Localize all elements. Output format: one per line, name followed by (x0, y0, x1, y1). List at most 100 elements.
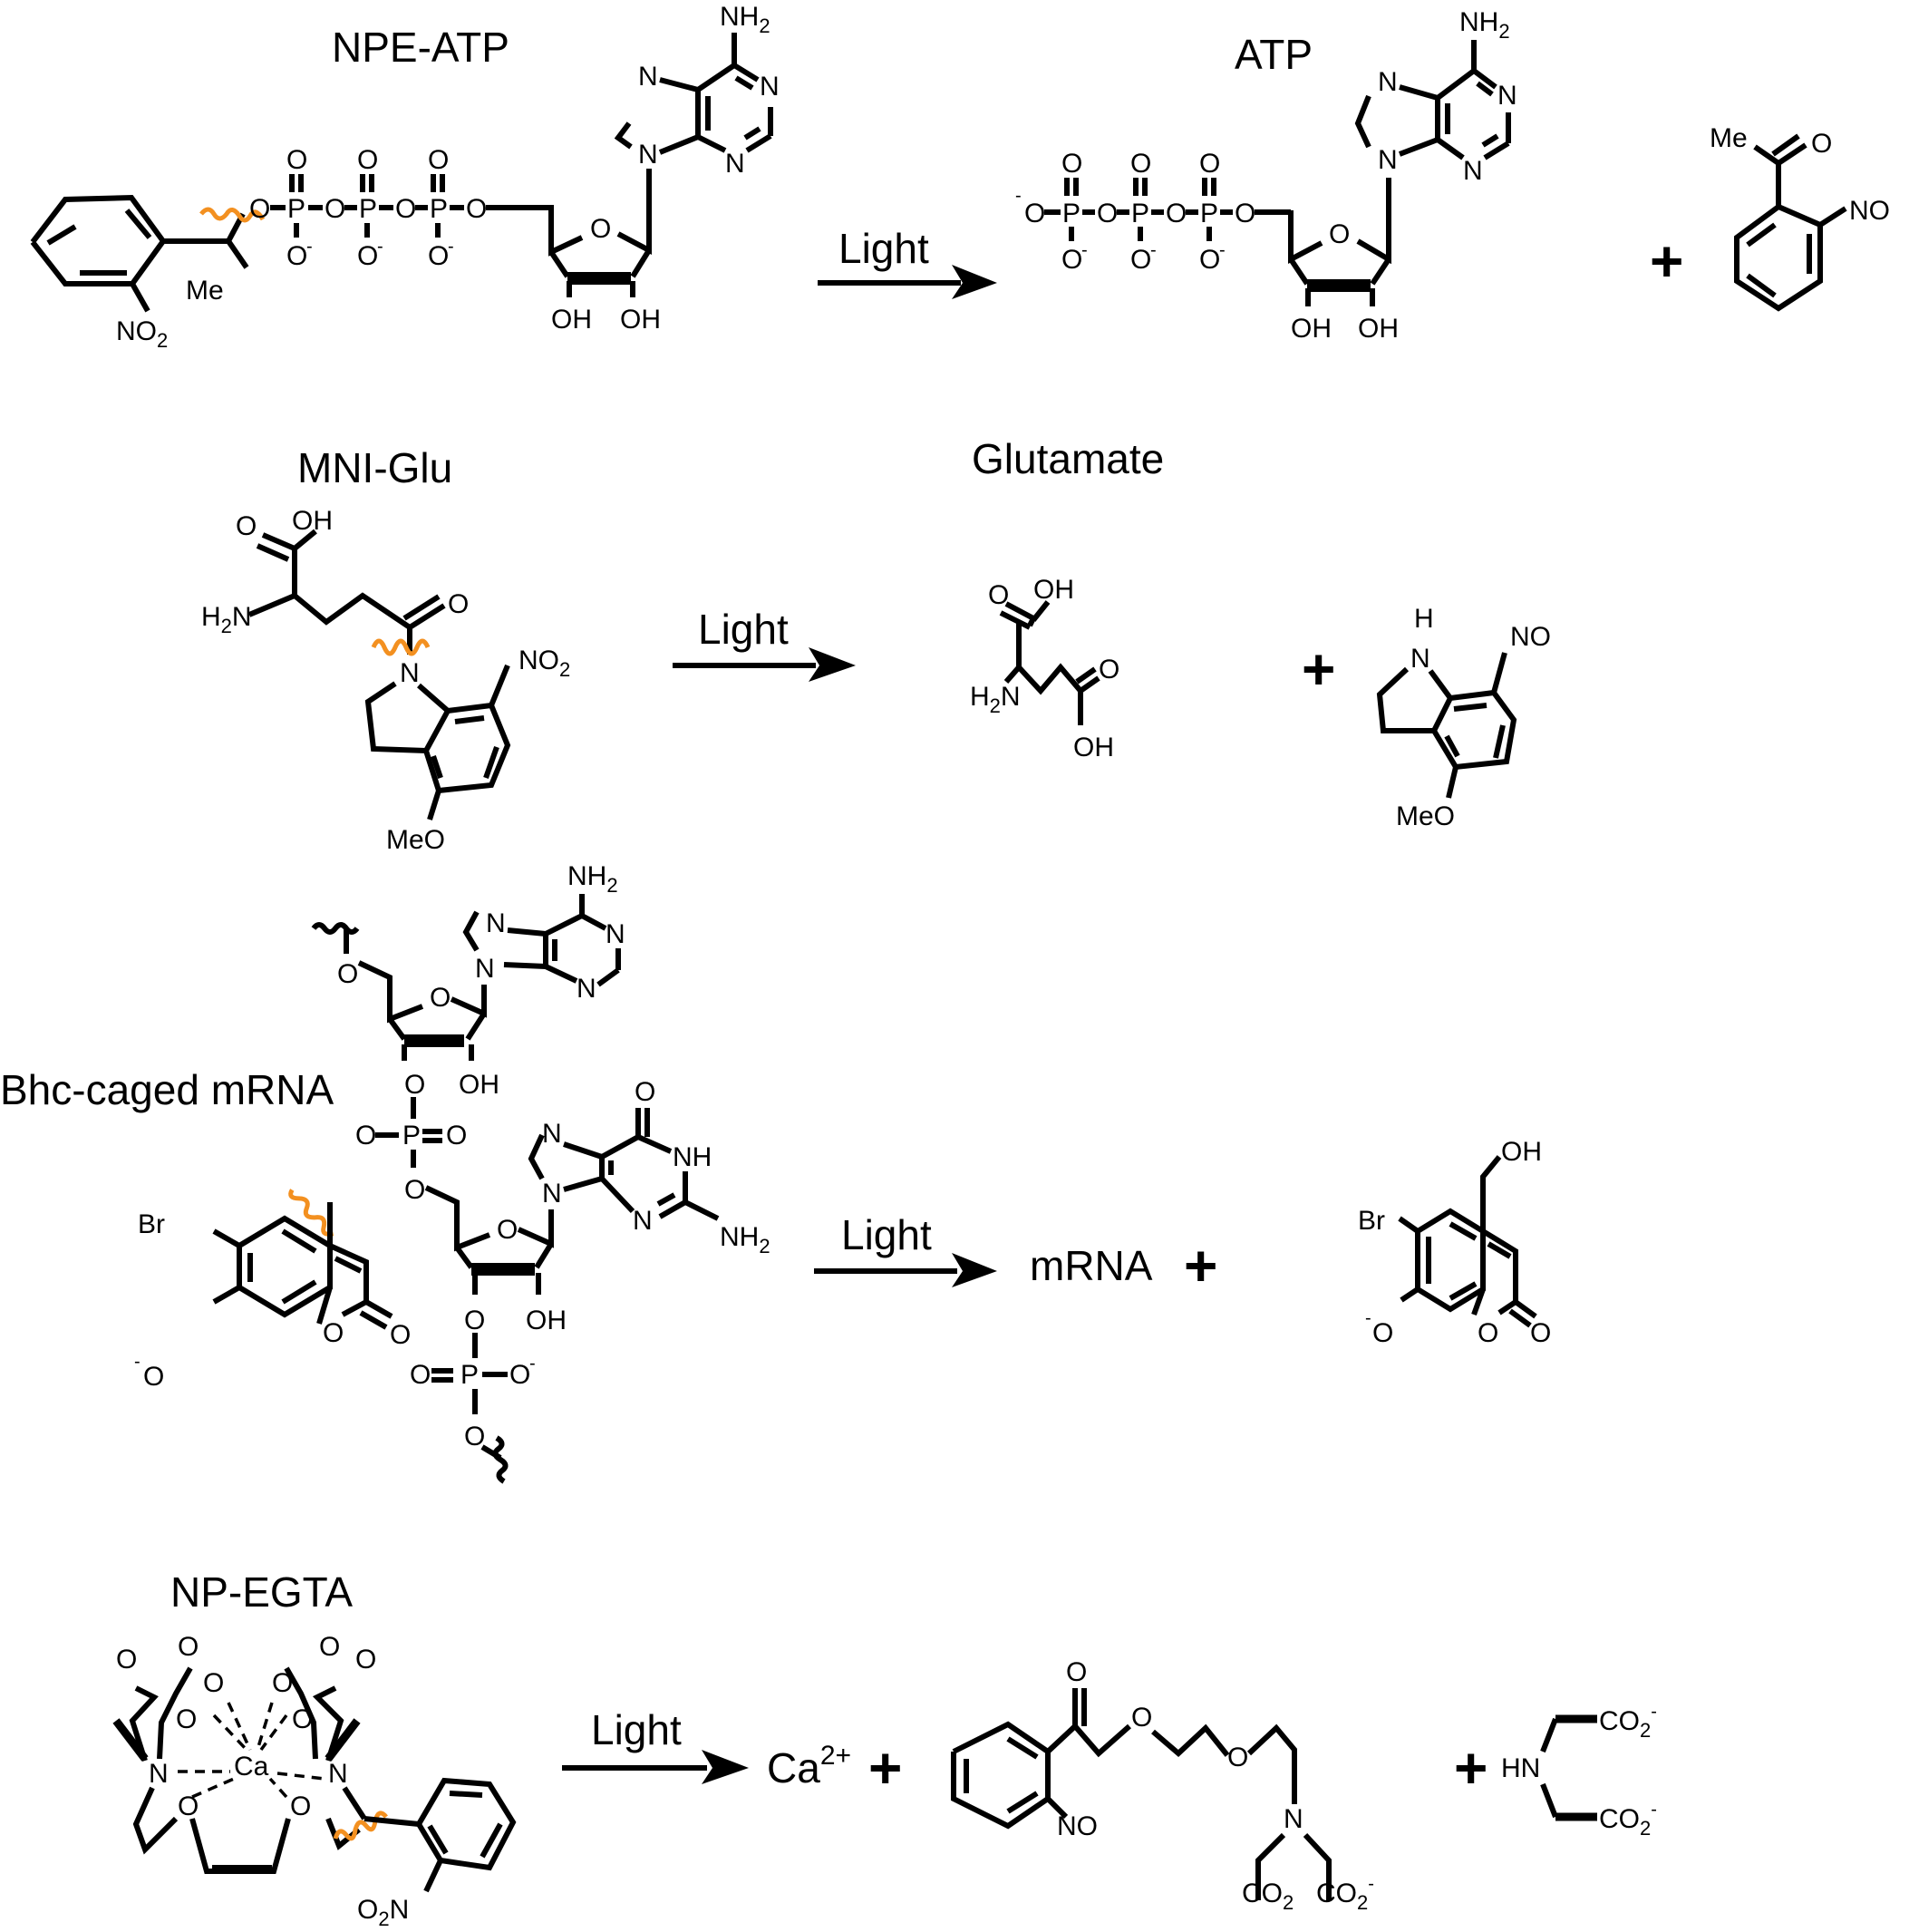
product-calcium-ion: Ca2+ (767, 1741, 851, 1791)
svg-text:O: O (448, 589, 469, 619)
reaction-arrow-3: Light (814, 1211, 997, 1287)
svg-text:O: O (143, 1362, 164, 1392)
svg-text:N: N (638, 140, 658, 170)
svg-text:O: O (590, 214, 611, 244)
cleavage-mark-icon (288, 1189, 334, 1237)
svg-text:O: O (1530, 1318, 1551, 1348)
svg-text:-: - (306, 237, 313, 257)
svg-text:Light: Light (838, 225, 929, 272)
reaction-npe-atp: NPE-ATP Me NO2 O P O O - O (30, 2, 1890, 352)
svg-text:O: O (355, 1645, 376, 1675)
svg-text:NO: NO (1510, 622, 1551, 652)
svg-text:N: N (542, 1179, 562, 1209)
svg-text:-: - (377, 237, 383, 257)
svg-text:N: N (760, 72, 780, 102)
reaction-arrow-4: Light (562, 1706, 749, 1784)
svg-text:-: - (1150, 240, 1157, 260)
svg-text:O: O (325, 194, 345, 224)
svg-text:NH: NH (673, 1142, 712, 1172)
compound-title-np-egta: NP-EGTA (170, 1568, 353, 1616)
svg-text:O: O (357, 145, 378, 175)
svg-text:O: O (323, 1318, 344, 1348)
svg-text:N: N (606, 919, 625, 949)
plus-sign: + (1650, 228, 1683, 294)
svg-text:N: N (475, 954, 495, 984)
nitro-label: O2N (357, 1895, 409, 1930)
bhc-caged-mrna-structure: O O OH N N NH2 N N (134, 861, 770, 1484)
amine-label: NH2 (720, 1222, 770, 1257)
carboxylate-label: CO2- (1316, 1874, 1374, 1914)
svg-text:O: O (404, 1175, 425, 1205)
reaction-mni-glu: MNI-Glu O OH H2N O N NO2 M (201, 435, 1551, 855)
svg-text:O: O (116, 1645, 137, 1675)
svg-text:O: O (1199, 245, 1220, 275)
svg-text:Br: Br (138, 1209, 165, 1239)
svg-text:O: O (390, 1320, 411, 1350)
compound-title-glutamate: Glutamate (972, 435, 1164, 482)
svg-text:H: H (1414, 604, 1434, 634)
cleavage-mark-icon (199, 207, 266, 223)
amine-label: H2N (201, 602, 252, 637)
svg-text:N: N (1463, 156, 1483, 186)
svg-text:Br: Br (1358, 1206, 1385, 1236)
svg-text:O: O (1061, 245, 1082, 275)
reaction-arrow-2: Light (673, 606, 856, 682)
mni-glu-structure: O OH H2N O N NO2 MeO (201, 506, 570, 855)
svg-text:O: O (1061, 149, 1082, 179)
svg-text:O: O (988, 580, 1009, 610)
reaction-np-egta: NP-EGTA O O O O O O O O N Ca N O O (112, 1568, 1657, 1930)
atp-structure: - O P O O - O P O O - O P O O - (1015, 7, 1517, 344)
svg-text:OH: OH (459, 1070, 499, 1100)
svg-text:P: P (402, 1121, 421, 1150)
npe-atp-adenosine: O OH OH N N NH2 N N (548, 2, 780, 335)
chain-continuation-icon (492, 1435, 509, 1484)
svg-text:N: N (633, 1206, 653, 1236)
amine-label: NH2 (1459, 7, 1510, 43)
amine-label: H2N (970, 682, 1021, 717)
svg-text:O: O (286, 145, 307, 175)
svg-text:O: O (464, 1422, 485, 1451)
svg-text:-: - (1015, 186, 1022, 206)
svg-text:O: O (1235, 199, 1255, 228)
glutamate-structure: O OH H2N O OH (970, 575, 1119, 762)
svg-text:O: O (428, 145, 449, 175)
svg-text:Light: Light (591, 1706, 682, 1753)
svg-text:O: O (236, 511, 257, 541)
svg-text:P: P (287, 194, 305, 224)
svg-text:N: N (577, 974, 596, 1004)
svg-text:-: - (1365, 1308, 1371, 1328)
svg-text:-: - (448, 237, 454, 257)
compound-title-bhc-caged-mrna: Bhc-caged mRNA (0, 1066, 334, 1113)
carboxylate-label: CO2- (1599, 1702, 1657, 1742)
svg-text:O: O (1199, 149, 1220, 179)
svg-text:P: P (359, 194, 377, 224)
svg-text:O: O (1131, 1703, 1152, 1733)
svg-text:Light: Light (841, 1211, 932, 1258)
svg-text:O: O (249, 194, 270, 224)
svg-text:N: N (486, 908, 506, 938)
cleavage-mark-icon (371, 638, 431, 656)
svg-text:O: O (464, 1306, 485, 1335)
svg-text:O: O (357, 241, 378, 271)
npe-atp-nitrophenyl-group: Me NO2 (30, 194, 266, 352)
svg-text:N: N (1497, 81, 1517, 111)
svg-text:O: O (1227, 1743, 1248, 1772)
nitrosoindoline-structure: H N NO MeO (1376, 604, 1551, 831)
svg-text:O: O (178, 1632, 199, 1662)
svg-text:O: O (1024, 199, 1045, 228)
svg-text:N: N (1410, 644, 1430, 674)
svg-text:OH: OH (526, 1306, 567, 1335)
svg-text:O: O (430, 983, 451, 1013)
bhc-oh-structure: OH O O Br - O (1358, 1137, 1551, 1348)
svg-text:O: O (1099, 655, 1119, 684)
svg-text:O: O (635, 1077, 655, 1107)
svg-text:-: - (134, 1352, 141, 1372)
svg-text:O: O (1166, 199, 1187, 228)
svg-text:-: - (1081, 240, 1088, 260)
svg-text:OH: OH (1033, 575, 1074, 605)
carboxylate-label: CO2 (1242, 1879, 1294, 1914)
nitroso-egta-fragment-structure: O O O N CO2 CO2- NO (951, 1657, 1374, 1914)
nitro-label: NO2 (116, 316, 168, 352)
svg-text:N: N (542, 1119, 562, 1149)
